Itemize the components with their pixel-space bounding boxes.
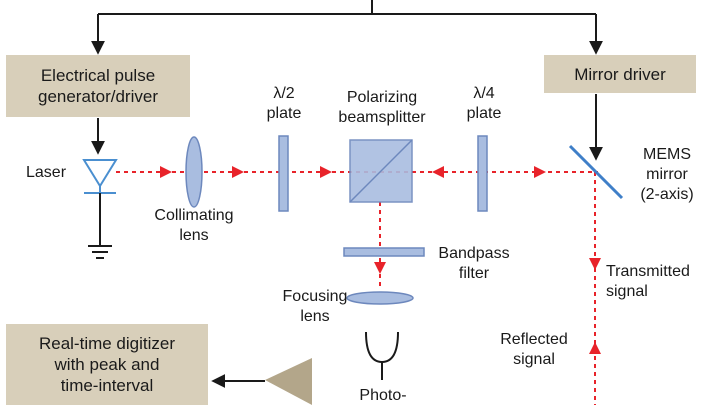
reflected-arrow xyxy=(589,342,601,354)
polarizing-beamsplitter-label: Polarizing beamsplitter xyxy=(338,89,426,126)
half-wave-plate-label: λ/2 plate xyxy=(266,85,302,122)
bandpass-filter-icon xyxy=(343,247,425,257)
beam-arrow-4 xyxy=(432,166,444,178)
photodetector-label: Photo- xyxy=(359,387,407,404)
collimating-lens-icon xyxy=(185,136,203,208)
photodetector-icon xyxy=(365,331,399,364)
beam-arrowheads xyxy=(160,166,601,354)
collimating-lens-label: Collimating lens xyxy=(154,207,234,244)
half-wave-plate-icon xyxy=(278,135,289,212)
mems-mirror-label: MEMS mirror (2-axis) xyxy=(640,146,694,203)
transmitted-arrow xyxy=(589,258,601,270)
laser-label: Laser xyxy=(26,164,67,181)
bandpass-filter-label: Bandpass filter xyxy=(438,245,510,282)
pulse-generator-box: Electrical pulse generator/driver xyxy=(6,55,190,117)
laser-diode-icon xyxy=(82,159,118,194)
focusing-lens-icon xyxy=(346,291,414,305)
beam-arrow-6 xyxy=(374,262,386,274)
polarizing-beamsplitter-icon xyxy=(349,139,413,203)
quarter-wave-plate-label: λ/4 plate xyxy=(466,85,502,122)
top-distribution-wires xyxy=(91,0,603,161)
transmitted-signal-label: Transmitted signal xyxy=(606,263,690,300)
focusing-lens-label: Focusing lens xyxy=(282,288,348,325)
mirror-driver-box: Mirror driver xyxy=(544,55,696,93)
beam-arrow-3 xyxy=(320,166,332,178)
mems-mirror-icon xyxy=(568,144,624,200)
beam-arrow-2 xyxy=(232,166,244,178)
quarter-wave-plate-icon xyxy=(477,135,488,212)
digitizer-box: Real-time digitizer with peak and time-i… xyxy=(6,324,208,405)
beam-arrow-1 xyxy=(160,166,172,178)
amplifier-icon xyxy=(265,358,312,405)
beam-arrow-5 xyxy=(534,166,546,178)
ground-icon xyxy=(88,193,112,259)
reflected-signal-label: Reflected signal xyxy=(500,331,568,368)
